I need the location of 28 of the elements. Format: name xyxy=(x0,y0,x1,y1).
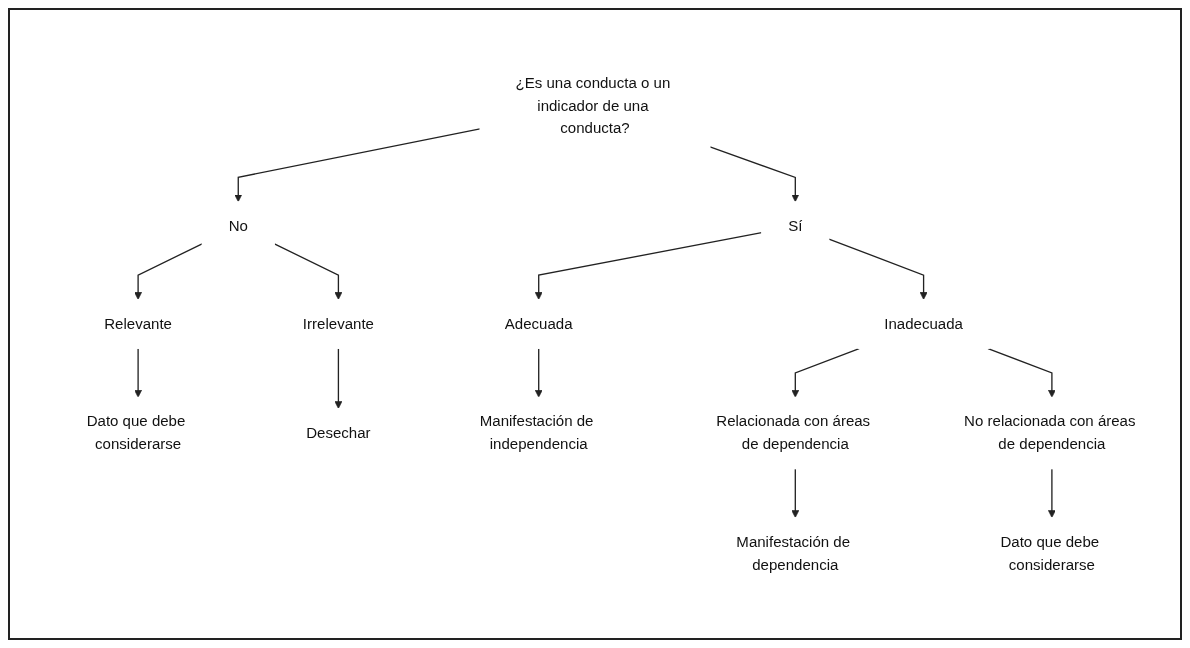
node-text: Manifestación de dependencia xyxy=(736,533,851,573)
node-text: Dato que debe considerarse xyxy=(86,413,186,453)
arrow xyxy=(134,243,203,300)
arrow xyxy=(134,347,142,398)
node-text: No xyxy=(228,217,248,235)
arrow xyxy=(791,347,860,398)
node-text: Desechar xyxy=(306,424,371,442)
node-text: Manifestación de independencia xyxy=(479,413,594,453)
node-text: Irrelevante xyxy=(302,315,374,333)
arrow xyxy=(828,238,928,300)
arrow xyxy=(273,243,343,300)
arrow xyxy=(987,347,1056,398)
node-text: ¿Es una conducta o un indicador de una conducta? xyxy=(515,74,671,137)
node-text: Adecuada xyxy=(504,315,573,333)
node-text: No relacionada con áreas de dependencia xyxy=(964,413,1136,453)
node-text: Inadecuada xyxy=(884,315,963,333)
arrow xyxy=(709,146,800,203)
arrow xyxy=(234,128,481,203)
node-text: Dato que debe considerarse xyxy=(1000,533,1100,573)
arrow xyxy=(534,347,543,398)
node-text: Relevante xyxy=(104,315,172,333)
arrow xyxy=(1048,468,1056,518)
arrow xyxy=(791,468,800,518)
diagram-frame: ¿Es una conducta o un indicador de una conducta? No Sí Relevante Irrelevante Adecuada Inadecuada Dato que debe considerarse Desechar Manifestación de independencia Relacionada con áreas de dependencia No relacionada con áreas de dependencia Manifestación de dependencia Dato que debe considerarse xyxy=(8,8,1182,640)
node-text: Sí xyxy=(788,217,803,235)
node-text: Relacionada con áreas de dependencia xyxy=(716,413,871,453)
arrow xyxy=(534,231,763,300)
arrow xyxy=(334,347,343,409)
